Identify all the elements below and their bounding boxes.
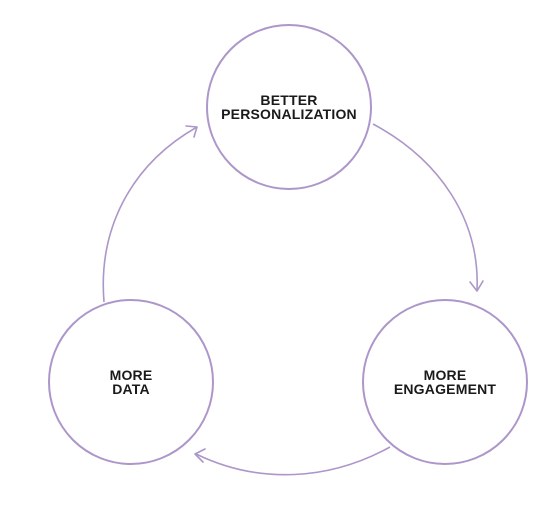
- arrow-data-to-personalization: [102, 126, 198, 303]
- node-better-personalization: BETTER PERSONALIZATION: [206, 24, 372, 190]
- node-label-more-data: MORE DATA: [109, 367, 153, 397]
- arrowhead-data: [194, 448, 206, 463]
- node-label-better-personalization: BETTER PERSONALIZATION: [221, 92, 357, 122]
- arrowhead-engagement: [469, 280, 484, 292]
- node-label-more-engagement: MORE ENGAGEMENT: [393, 367, 497, 397]
- arrow-personalization-to-engagement: [372, 123, 478, 291]
- node-more-data: MORE DATA: [48, 299, 214, 465]
- arrowhead-personalization: [185, 125, 198, 138]
- arrow-engagement-to-data: [195, 446, 391, 476]
- node-more-engagement: MORE ENGAGEMENT: [362, 299, 528, 465]
